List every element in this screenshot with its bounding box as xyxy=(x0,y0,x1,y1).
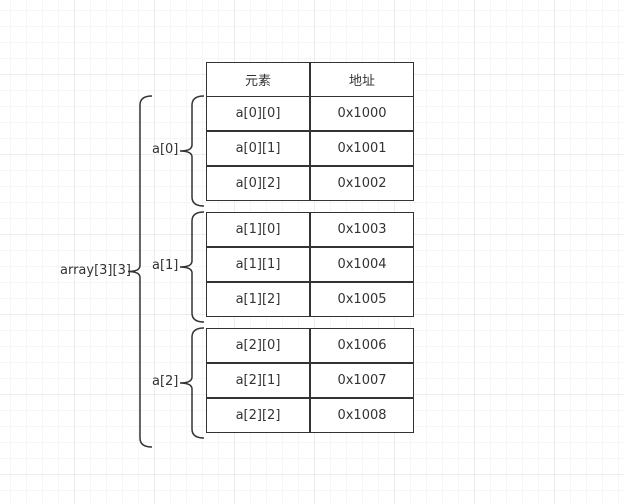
cell-element: a[0][1] xyxy=(206,131,310,166)
group-label-a1: a[1] xyxy=(152,258,179,273)
cell-address: 0x1008 xyxy=(310,398,414,433)
cell-element: a[2][1] xyxy=(206,363,310,398)
group-brace-a1 xyxy=(179,211,205,323)
cell-address: 0x1007 xyxy=(310,363,414,398)
group-label-a0: a[0] xyxy=(152,142,179,157)
cell-element: a[2][0] xyxy=(206,328,310,363)
cell-element: a[1][1] xyxy=(206,247,310,282)
cell-element: a[0][0] xyxy=(206,96,310,131)
cell-element: a[1][0] xyxy=(206,212,310,247)
cell-element: a[2][2] xyxy=(206,398,310,433)
group-brace-a0 xyxy=(179,95,205,207)
cell-address: 0x1003 xyxy=(310,212,414,247)
group-brace-a2 xyxy=(179,327,205,439)
cell-address: 0x1006 xyxy=(310,328,414,363)
header-element: 元素 xyxy=(206,62,310,97)
cell-address: 0x1004 xyxy=(310,247,414,282)
cell-address: 0x1002 xyxy=(310,166,414,201)
cell-element: a[0][2] xyxy=(206,166,310,201)
cell-address: 0x1000 xyxy=(310,96,414,131)
cell-element: a[1][2] xyxy=(206,282,310,317)
outer-label: array[3][3] xyxy=(60,262,131,278)
group-label-a2: a[2] xyxy=(152,374,179,389)
cell-address: 0x1001 xyxy=(310,131,414,166)
cell-address: 0x1005 xyxy=(310,282,414,317)
outer-brace xyxy=(127,95,153,448)
header-address: 地址 xyxy=(310,62,414,97)
